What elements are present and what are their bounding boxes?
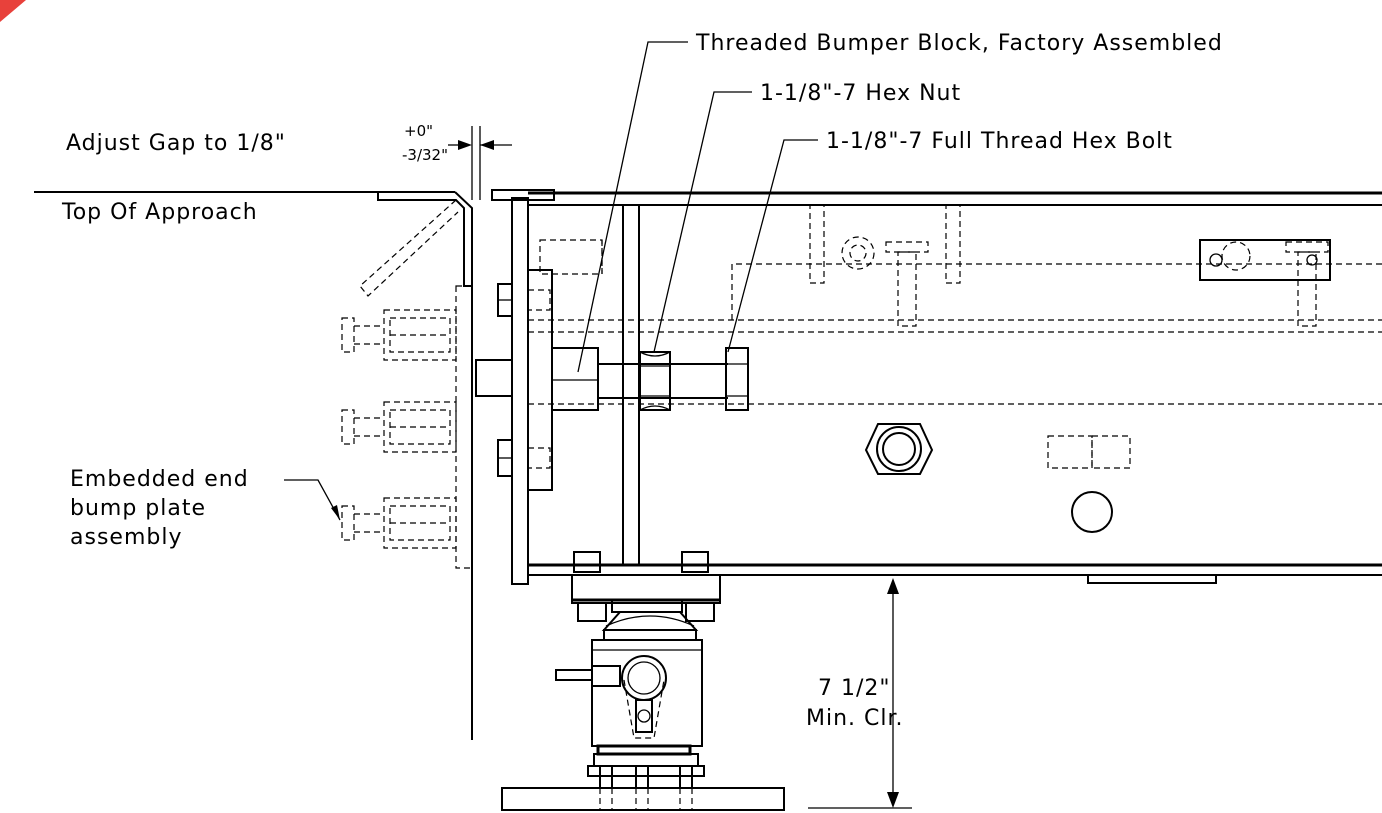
adjust-gap-label: Adjust Gap to 1/8" [66,131,286,156]
clearance-label: Min. Clr. [806,706,904,731]
hidden-brackets [809,204,1329,469]
approach-wall [34,191,473,740]
end-plate-bolts [497,239,603,477]
bumper-bolt-assembly [475,347,749,411]
gap-dimension [448,126,512,200]
embedded-label-line1: Embedded end [70,467,249,492]
bumper-block-label: Threaded Bumper Block, Factory Assembled [695,31,1223,56]
web-fittings [864,423,1113,533]
tolerance-plus: +0" [404,122,433,140]
embedded-label-line3: assembly [70,525,182,550]
tolerance-minus: -3/32" [402,146,448,164]
embedded-label-line2: bump plate [70,496,206,521]
clip-plate [1199,239,1331,281]
load-cell-mount [501,551,785,811]
hex-bolt-label: 1-1/8"-7 Full Thread Hex Bolt [826,129,1173,154]
top-of-approach-label: Top Of Approach [61,200,258,225]
leader-lines [284,41,818,521]
deck-frame [491,189,1382,585]
hex-nut-label: 1-1/8"-7 Hex Nut [760,81,961,106]
clearance-dimension [808,578,912,809]
corner-mark [0,0,26,22]
clearance-value: 7 1/2" [818,676,891,701]
